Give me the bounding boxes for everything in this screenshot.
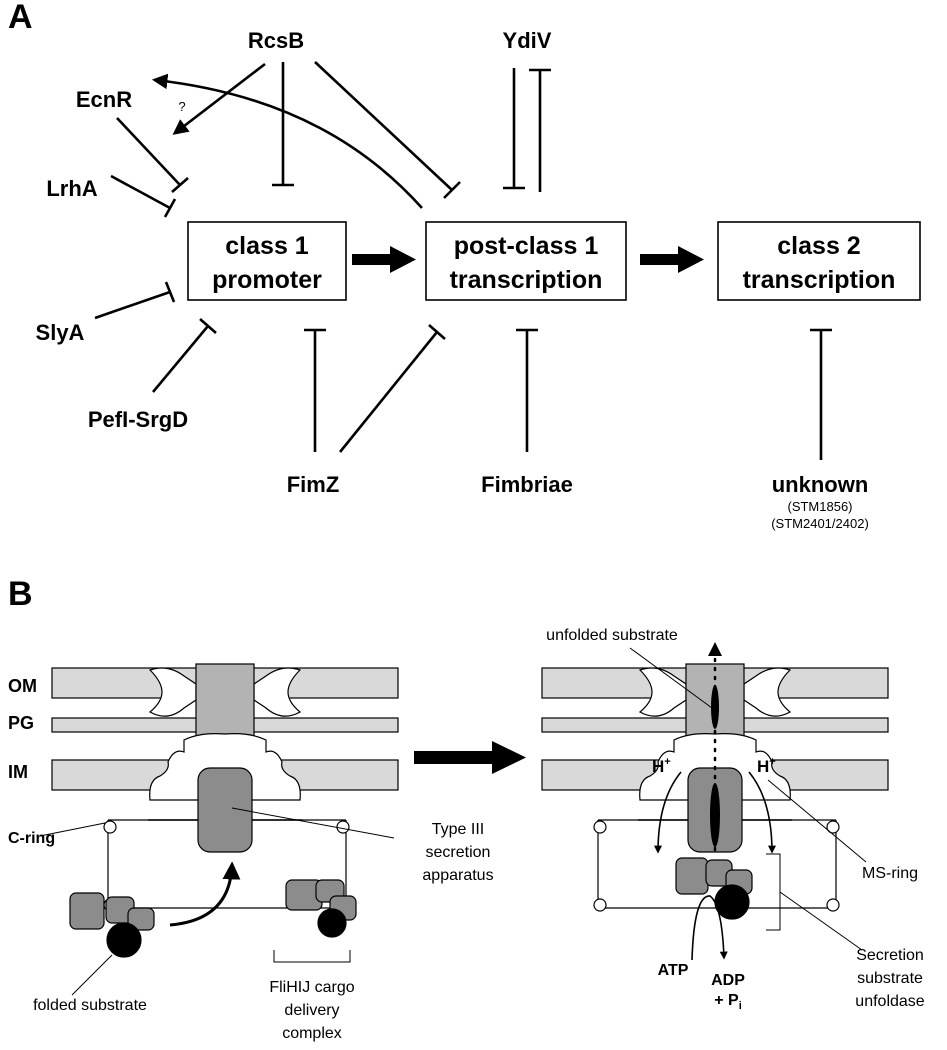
unfoldase-leader [779,891,863,951]
t3ss-leader [231,807,395,839]
unfolded-leader [629,647,713,709]
unknown-sub1: (STM1856) [787,499,852,514]
t3ss-apparatus-left [197,767,253,853]
unknown-label: unknown [772,472,869,497]
unfoldase-bracket [766,853,781,931]
panel-b: B OM PG IM C-ring [8,575,925,1042]
c-ring-bead-7 [593,898,607,912]
im-label: IM [8,762,28,782]
lrha-label: LrhA [46,176,97,201]
flih-right [675,857,709,895]
class2-line2: transcription [743,266,896,294]
flihij-label-1: FliHIJ cargo [269,979,354,996]
fimz-to-postclass1-bar [428,324,446,340]
cring-label: C-ring [8,830,55,847]
ecnr-to-class1 [116,117,181,186]
apparatus-left [51,663,399,958]
unfolding-substrate-ball [714,884,750,920]
t3ss-label-1: Type III [432,821,484,838]
regulatory-edges [94,61,832,460]
panel-a: A class 1 promoter post-class 1 transcri… [8,0,921,531]
c-ring-bead-5 [593,820,607,834]
adp-label: ADP [711,972,745,989]
unfoldase-label-1: Secretion [856,947,924,964]
hplus-left: H+ [652,756,671,776]
unfolded-substrate-label: unfolded substrate [546,627,678,644]
flihij-label-3: complex [282,1025,342,1042]
unfoldase-label-3: unfoldase [855,993,924,1010]
slya-to-class1-bar [164,281,176,303]
pefi-to-class1 [152,325,209,393]
slya-label: SlyA [36,320,85,345]
t3ss-label-2: secretion [426,844,491,861]
l-ring-right-lobe-b [743,667,792,717]
c-ring-left [107,820,347,909]
export-arrowhead [708,642,722,656]
pg-label: PG [8,713,34,733]
folded-substrate-label: folded substrate [33,997,147,1014]
flih-left-1 [69,892,105,930]
c-ring-bead-1 [103,820,117,834]
l-ring-left-lobe [148,667,197,717]
class1-promoter-box: class 1 promoter [187,221,347,301]
unknown-sub2: (STM2401/2402) [771,516,869,531]
ms-ring-left [149,733,301,801]
proton-arrow-left [654,771,682,854]
pefi-to-class1-bar [199,318,217,334]
postclass1-transcription-box: post-class 1 transcription [425,221,627,301]
fimz-to-postclass1 [338,331,439,453]
flihij-bracket [273,950,351,963]
flow-arrow-1 [352,246,416,273]
flihij-label-2: delivery [284,1002,339,1019]
c-ring-bead-6 [826,820,840,834]
atp-label: ATP [658,962,689,979]
msring-label: MS-ring [862,865,918,882]
unfoldase-label-2: substrate [857,970,923,987]
ydiv-label: YdiV [503,28,552,53]
rcsb-to-postclass1-bar [443,181,461,199]
l-ring-right-lobe [253,667,302,717]
postclass1-line2: transcription [450,266,603,294]
c-ring-bead-2 [336,820,350,834]
pi-label: + Pi [714,992,742,1012]
ecnr-label: EcnR [76,87,132,112]
complex-substrate-ball [317,908,347,938]
panel-b-letter: B [8,575,33,613]
class2-line1: class 2 [777,232,860,260]
rcsb-to-ecnr [172,62,266,135]
rcsb-to-postclass1 [314,61,453,191]
folded-leader [71,954,113,996]
ecnr-to-class1-bar [171,177,189,193]
class1-line2: promoter [212,266,322,294]
rcsb-label: RcsB [248,28,304,53]
delivery-arrow [169,861,241,927]
lrha-to-class1 [110,174,171,210]
cring-leader [39,821,111,837]
proton-arrow-right [748,771,776,854]
transition-arrow [414,741,526,774]
t3ss-label-3: apparatus [422,867,493,884]
postclass1-to-ecnr [151,73,423,209]
flij-left-1 [127,907,155,931]
hplus-right: H+ [757,756,776,776]
c-ring-bead-8 [826,898,840,912]
flow-arrow-2 [640,246,704,273]
panel-a-letter: A [8,0,33,36]
om-label: OM [8,676,37,696]
slya-to-class1 [94,290,171,320]
class2-transcription-box: class 2 transcription [717,221,921,301]
fimz-label: FimZ [287,472,340,497]
fimbriae-label: Fimbriae [481,472,573,497]
folded-substrate-ball [106,922,142,958]
lrha-to-class1-bar [163,198,177,218]
pefi-srgd-label: PefI-SrgD [88,407,188,432]
question-mark: ? [178,99,185,114]
atp-arrow [691,895,728,961]
postclass1-line1: post-class 1 [454,232,599,260]
msring-leader [767,779,867,863]
class1-line1: class 1 [225,232,309,260]
